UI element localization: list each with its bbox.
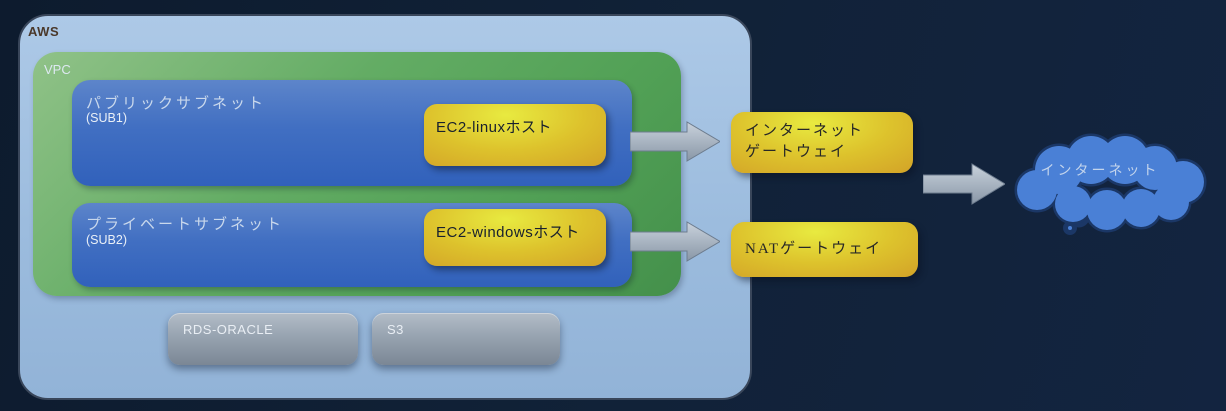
internet-gateway-label-line1: インターネット xyxy=(745,123,865,139)
public-subnet-id: (SUB1) xyxy=(86,111,127,125)
arrow-right-icon xyxy=(630,121,720,162)
nat-gateway-box xyxy=(731,222,918,277)
private-subnet-title: プライベートサブネット xyxy=(86,217,285,233)
ec2-windows-host-box xyxy=(424,209,606,266)
internet-gateway-box xyxy=(731,112,913,173)
nat-gateway-label: NATゲートウェイ xyxy=(745,241,883,257)
rds-oracle-label: RDS-ORACLE xyxy=(183,322,274,337)
rds-oracle-box xyxy=(168,313,358,365)
internet-cloud-label: インターネット xyxy=(1040,164,1160,179)
ec2-windows-host-label: EC2-windowsホスト xyxy=(436,224,580,241)
public-subnet-title: パブリックサブネット xyxy=(86,96,267,112)
s3-box xyxy=(372,313,560,365)
internet-gateway-label-line2: ゲートウェイ xyxy=(745,144,848,160)
s3-label: S3 xyxy=(387,322,404,337)
ec2-linux-host-label: EC2-linuxホスト xyxy=(436,119,553,136)
arrow-right-icon xyxy=(923,163,1005,205)
vpc-label: VPC xyxy=(44,62,71,77)
internet-gateway-label: インターネット ゲートウェイ xyxy=(745,121,864,163)
ec2-linux-host-box xyxy=(424,104,606,166)
internet-cloud-shape xyxy=(1014,133,1207,235)
arrow-right-icon xyxy=(630,221,720,262)
aws-label: AWS xyxy=(28,24,60,39)
private-subnet-id: (SUB2) xyxy=(86,233,127,247)
